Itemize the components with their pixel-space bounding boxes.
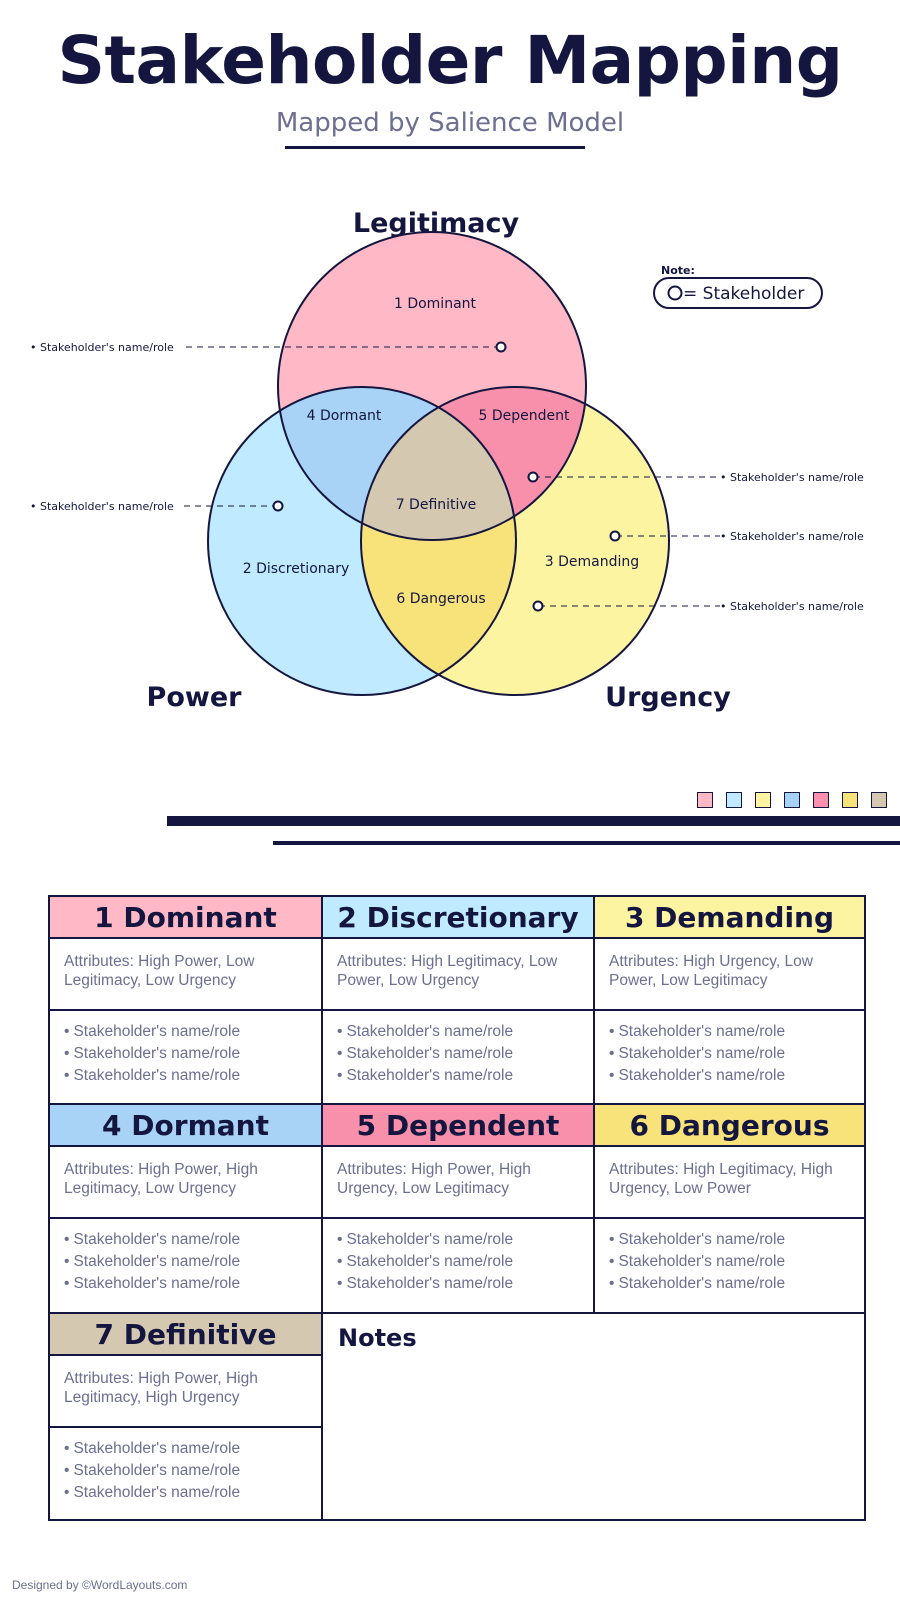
- category-attributes: Attributes: High Legitimacy, High Urgenc…: [595, 1147, 864, 1219]
- stakeholder-list: Stakeholder's name/role Stakeholder's na…: [323, 1219, 593, 1295]
- list-item[interactable]: Stakeholder's name/role: [64, 1438, 307, 1460]
- list-item[interactable]: Stakeholder's name/role: [609, 1065, 850, 1087]
- category-cell-definitive: 7 Definitive Attributes: High Power, Hig…: [50, 1314, 323, 1519]
- callout-text-2: • Stakeholder's name/role: [30, 500, 174, 513]
- list-item[interactable]: Stakeholder's name/role: [337, 1065, 579, 1087]
- definitive-region: [361, 387, 516, 540]
- region-label-discretionary: 2 Discretionary: [243, 561, 350, 577]
- category-cell-dangerous: 6 Dangerous Attributes: High Legitimacy,…: [595, 1105, 864, 1314]
- category-title: 3 Demanding: [595, 897, 864, 939]
- list-item[interactable]: Stakeholder's name/role: [64, 1460, 307, 1482]
- list-item[interactable]: Stakeholder's name/role: [609, 1043, 850, 1065]
- subtitle-underline: [285, 146, 585, 149]
- region-label-definitive: 7 Definitive: [396, 497, 477, 513]
- divider-thin: [273, 841, 900, 845]
- category-cell-dormant: 4 Dormant Attributes: High Power, High L…: [50, 1105, 323, 1314]
- salience-venn-diagram: Legitimacy Power Urgency 1 Dominant 2 Di…: [30, 208, 864, 713]
- list-item[interactable]: Stakeholder's name/role: [337, 1273, 579, 1295]
- category-attributes: Attributes: High Power, High Legitimacy,…: [50, 1147, 321, 1219]
- swatch: [726, 792, 742, 808]
- stakeholder-marker-3[interactable]: [527, 471, 539, 483]
- list-item[interactable]: Stakeholder's name/role: [337, 1229, 579, 1251]
- category-title: 6 Dangerous: [595, 1105, 864, 1147]
- category-title: 2 Discretionary: [323, 897, 593, 939]
- category-title: 7 Definitive: [50, 1314, 321, 1356]
- list-item[interactable]: Stakeholder's name/role: [64, 1021, 307, 1043]
- category-attributes: Attributes: High Urgency, Low Power, Low…: [595, 939, 864, 1011]
- list-item[interactable]: Stakeholder's name/role: [64, 1043, 307, 1065]
- power-label: Power: [147, 682, 243, 713]
- page-subtitle: Mapped by Salience Model: [275, 108, 625, 138]
- list-item[interactable]: Stakeholder's name/role: [64, 1229, 307, 1251]
- category-cell-demanding: 3 Demanding Attributes: High Urgency, Lo…: [595, 897, 864, 1105]
- note-box: [653, 277, 823, 309]
- list-item[interactable]: Stakeholder's name/role: [609, 1021, 850, 1043]
- swatch: [697, 792, 713, 808]
- list-item[interactable]: Stakeholder's name/role: [337, 1251, 579, 1273]
- note-text: = Stakeholder: [683, 284, 804, 304]
- category-attributes: Attributes: High Power, High Legitimacy,…: [50, 1356, 321, 1428]
- region-label-dormant: 4 Dormant: [307, 408, 382, 424]
- stakeholder-list: Stakeholder's name/role Stakeholder's na…: [50, 1011, 321, 1087]
- stakeholder-list: Stakeholder's name/role Stakeholder's na…: [595, 1011, 864, 1087]
- divider-thick: [167, 816, 900, 826]
- swatch: [813, 792, 829, 808]
- category-title: 5 Dependent: [323, 1105, 593, 1147]
- callout-text-3: • Stakeholder's name/role: [720, 471, 864, 484]
- list-item[interactable]: Stakeholder's name/role: [337, 1043, 579, 1065]
- callout-text-5: • Stakeholder's name/role: [720, 600, 864, 613]
- note-title: Note:: [661, 264, 695, 277]
- stakeholder-list: Stakeholder's name/role Stakeholder's na…: [595, 1219, 864, 1295]
- region-label-dangerous: 6 Dangerous: [396, 591, 485, 607]
- legitimacy-outline: [277, 231, 587, 541]
- power-outline: [207, 386, 517, 696]
- category-title: 1 Dominant: [50, 897, 321, 939]
- list-item[interactable]: Stakeholder's name/role: [64, 1482, 307, 1504]
- list-item[interactable]: Stakeholder's name/role: [337, 1021, 579, 1043]
- list-item[interactable]: Stakeholder's name/role: [64, 1273, 307, 1295]
- category-attributes: Attributes: High Legitimacy, Low Power, …: [323, 939, 593, 1011]
- color-swatches: [697, 792, 887, 808]
- swatch: [755, 792, 771, 808]
- stakeholder-marker-5[interactable]: [532, 600, 544, 612]
- region-label-dominant: 1 Dominant: [394, 296, 477, 312]
- callout-text-1: • Stakeholder's name/role: [30, 341, 174, 354]
- credit-text: Designed by ©WordLayouts.com: [12, 1578, 188, 1592]
- stakeholder-marker-1[interactable]: [495, 341, 507, 353]
- page-title: Stakeholder Mapping: [57, 22, 843, 99]
- list-item[interactable]: Stakeholder's name/role: [609, 1251, 850, 1273]
- category-grid: 1 Dominant Attributes: High Power, Low L…: [48, 895, 866, 1521]
- stakeholder-marker-2[interactable]: [272, 500, 284, 512]
- swatch: [842, 792, 858, 808]
- list-item[interactable]: Stakeholder's name/role: [64, 1065, 307, 1087]
- stakeholder-list: Stakeholder's name/role Stakeholder's na…: [50, 1219, 321, 1295]
- stakeholder-list: Stakeholder's name/role Stakeholder's na…: [50, 1428, 321, 1504]
- category-cell-discretionary: 2 Discretionary Attributes: High Legitim…: [323, 897, 595, 1105]
- category-attributes: Attributes: High Power, Low Legitimacy, …: [50, 939, 321, 1011]
- category-cell-dominant: 1 Dominant Attributes: High Power, Low L…: [50, 897, 323, 1105]
- list-item[interactable]: Stakeholder's name/role: [64, 1251, 307, 1273]
- swatch: [871, 792, 887, 808]
- category-title: 4 Dormant: [50, 1105, 321, 1147]
- list-item[interactable]: Stakeholder's name/role: [609, 1273, 850, 1295]
- callout-text-4: • Stakeholder's name/role: [720, 530, 864, 543]
- stakeholder-legend-icon: [667, 285, 683, 301]
- urgency-label: Urgency: [605, 682, 731, 713]
- category-attributes: Attributes: High Power, High Urgency, Lo…: [323, 1147, 593, 1219]
- region-label-dependent: 5 Dependent: [479, 408, 570, 424]
- stakeholder-list: Stakeholder's name/role Stakeholder's na…: [323, 1011, 593, 1087]
- notes-title: Notes: [338, 1324, 417, 1352]
- stakeholder-marker-4[interactable]: [609, 530, 621, 542]
- swatch: [784, 792, 800, 808]
- notes-area[interactable]: Notes: [323, 1314, 864, 1519]
- region-label-demanding: 3 Demanding: [545, 554, 639, 570]
- list-item[interactable]: Stakeholder's name/role: [609, 1229, 850, 1251]
- urgency-outline: [360, 386, 670, 696]
- category-cell-dependent: 5 Dependent Attributes: High Power, High…: [323, 1105, 595, 1314]
